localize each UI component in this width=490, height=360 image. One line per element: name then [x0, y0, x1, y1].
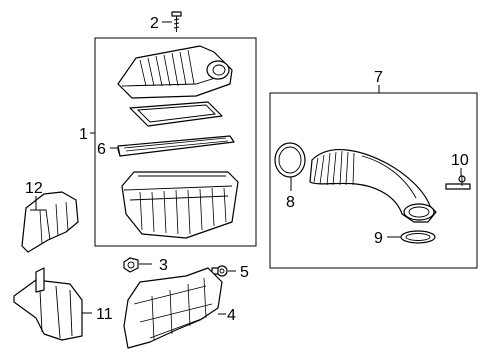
- resonator-duct-icon: [21, 191, 79, 253]
- callout-11: 11: [96, 306, 113, 323]
- callout-3: 3: [159, 257, 168, 274]
- callout-6: 6: [97, 141, 106, 158]
- bolt-icon: [171, 11, 182, 32]
- callout-8: 8: [286, 194, 295, 211]
- nut-icon: [123, 257, 139, 273]
- bolt-icon: [445, 175, 471, 190]
- callout-7: 7: [374, 69, 383, 86]
- callout-10: 10: [451, 152, 469, 169]
- air-filter-element-icon: [117, 135, 235, 157]
- bracket-icon: [13, 267, 83, 341]
- air-cleaner-group-box: [94, 37, 257, 247]
- callout-12: 12: [25, 180, 43, 197]
- mounting-bracket-icon: [123, 267, 223, 349]
- air-cleaner-housing-icon: [121, 171, 239, 239]
- callout-4: 4: [227, 307, 236, 324]
- air-cleaner-lid-icon: [117, 45, 233, 99]
- callout-5: 5: [240, 264, 249, 281]
- gasket-icon: [129, 101, 223, 127]
- air-intake-duct-icon: [309, 149, 437, 223]
- hose-clamp-icon: [274, 142, 306, 178]
- callout-9: 9: [374, 230, 383, 247]
- intake-duct-group-box: [269, 92, 478, 269]
- callout-1: 1: [79, 126, 88, 143]
- hose-clamp-icon: [400, 230, 436, 244]
- callout-2: 2: [150, 15, 159, 32]
- screw-clip-icon: [211, 265, 228, 277]
